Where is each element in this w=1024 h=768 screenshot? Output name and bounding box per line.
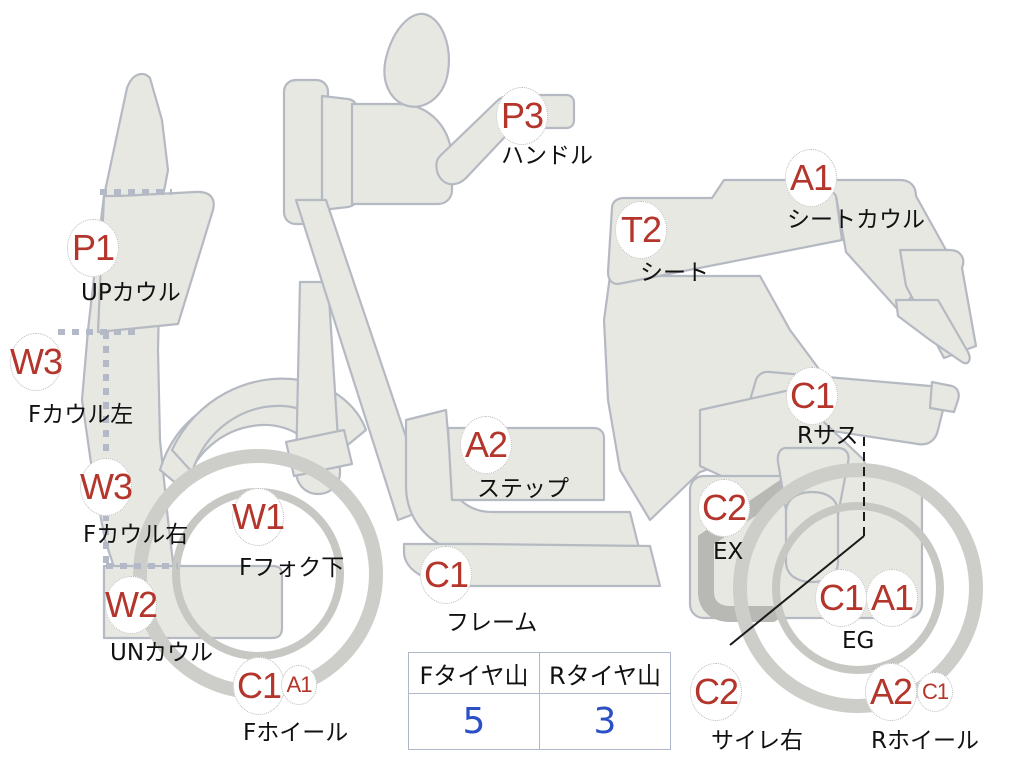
front-mask-shape	[350, 102, 454, 206]
marker-w1-front-fork-lower[interactable]: W1	[232, 488, 285, 546]
marker-w3-front-cowl-right[interactable]: W3	[80, 458, 133, 516]
label-rear-wheel: Rホイール	[871, 728, 979, 754]
marker-c1-rear-suspension[interactable]: C1	[786, 367, 838, 425]
label-silencer-right: サイレ右	[711, 728, 803, 754]
front-tire-tread-value[interactable]: 5	[408, 693, 540, 750]
label-step: ステップ	[477, 476, 569, 502]
marker-c1-rear-wheel[interactable]: C1	[917, 672, 953, 712]
marker-w2-under-cowl[interactable]: W2	[105, 576, 158, 634]
leader-lines-group	[729, 437, 865, 646]
under-seat-body-shape	[602, 274, 838, 522]
marker-w3-front-cowl-left[interactable]: W3	[10, 333, 63, 391]
guide-lines-group	[58, 189, 178, 569]
tire-tread-table: Fタイヤ山 Rタイヤ山 5 3	[408, 652, 671, 750]
label-handlebar: ハンドル	[501, 143, 593, 169]
label-frame: フレーム	[446, 610, 538, 636]
front-tire-tread-header: Fタイヤ山	[408, 652, 540, 694]
marker-t2-seat[interactable]: T2	[615, 201, 667, 259]
label-front-fork-lower: Fフォク下	[239, 555, 345, 581]
label-seat: シート	[640, 260, 709, 286]
label-under-cowl: UNカウル	[110, 640, 214, 666]
tail-tip-shape	[894, 298, 971, 365]
marker-c2-exhaust[interactable]: C2	[698, 479, 750, 537]
marker-a1-front-wheel[interactable]: A1	[281, 665, 317, 705]
leader-line-silencer	[729, 535, 865, 646]
label-rear-suspension: Rサス	[797, 423, 859, 449]
label-front-cowl-left: Fカウル左	[28, 402, 134, 428]
rear-tire-tread-value[interactable]: 3	[539, 693, 671, 750]
marker-a2-rear-wheel[interactable]: A2	[865, 663, 917, 721]
label-up-cowl: UPカウル	[81, 280, 181, 306]
marker-p3-handlebar[interactable]: P3	[496, 87, 548, 145]
exhaust-pipe-shape	[698, 464, 814, 622]
label-front-cowl-right: Fカウル右	[83, 522, 189, 548]
body-group	[602, 178, 978, 522]
meter-visor-shape	[383, 12, 450, 108]
marker-c1-frame[interactable]: C1	[420, 546, 472, 604]
label-exhaust: EX	[713, 539, 744, 565]
label-seat-cowl: シートカウル	[787, 207, 925, 233]
up-cowl-upper-shape	[96, 190, 215, 334]
label-front-wheel: Fホイール	[243, 720, 349, 746]
marker-a2-step[interactable]: A2	[460, 416, 512, 474]
marker-c1-front-wheel[interactable]: C1	[233, 657, 285, 715]
shock-top-mount-shape	[928, 380, 960, 414]
marker-c2-silencer-right[interactable]: C2	[690, 663, 742, 721]
rear-wheel-group	[733, 463, 983, 713]
rear-tire-tread-header: Rタイヤ山	[539, 652, 671, 694]
frame-group	[294, 198, 662, 588]
marker-a1-seat-cowl[interactable]: A1	[785, 149, 837, 207]
table-value-row: 5 3	[408, 693, 671, 750]
marker-c1-engine[interactable]: C1	[815, 569, 867, 627]
label-engine: EG	[842, 628, 875, 654]
rear-rim	[772, 502, 944, 674]
table-header-row: Fタイヤ山 Rタイヤ山	[408, 652, 671, 694]
marker-p1-up-cowl[interactable]: P1	[67, 219, 119, 277]
rear-tire	[733, 463, 983, 713]
marker-a1-engine[interactable]: A1	[866, 569, 918, 627]
